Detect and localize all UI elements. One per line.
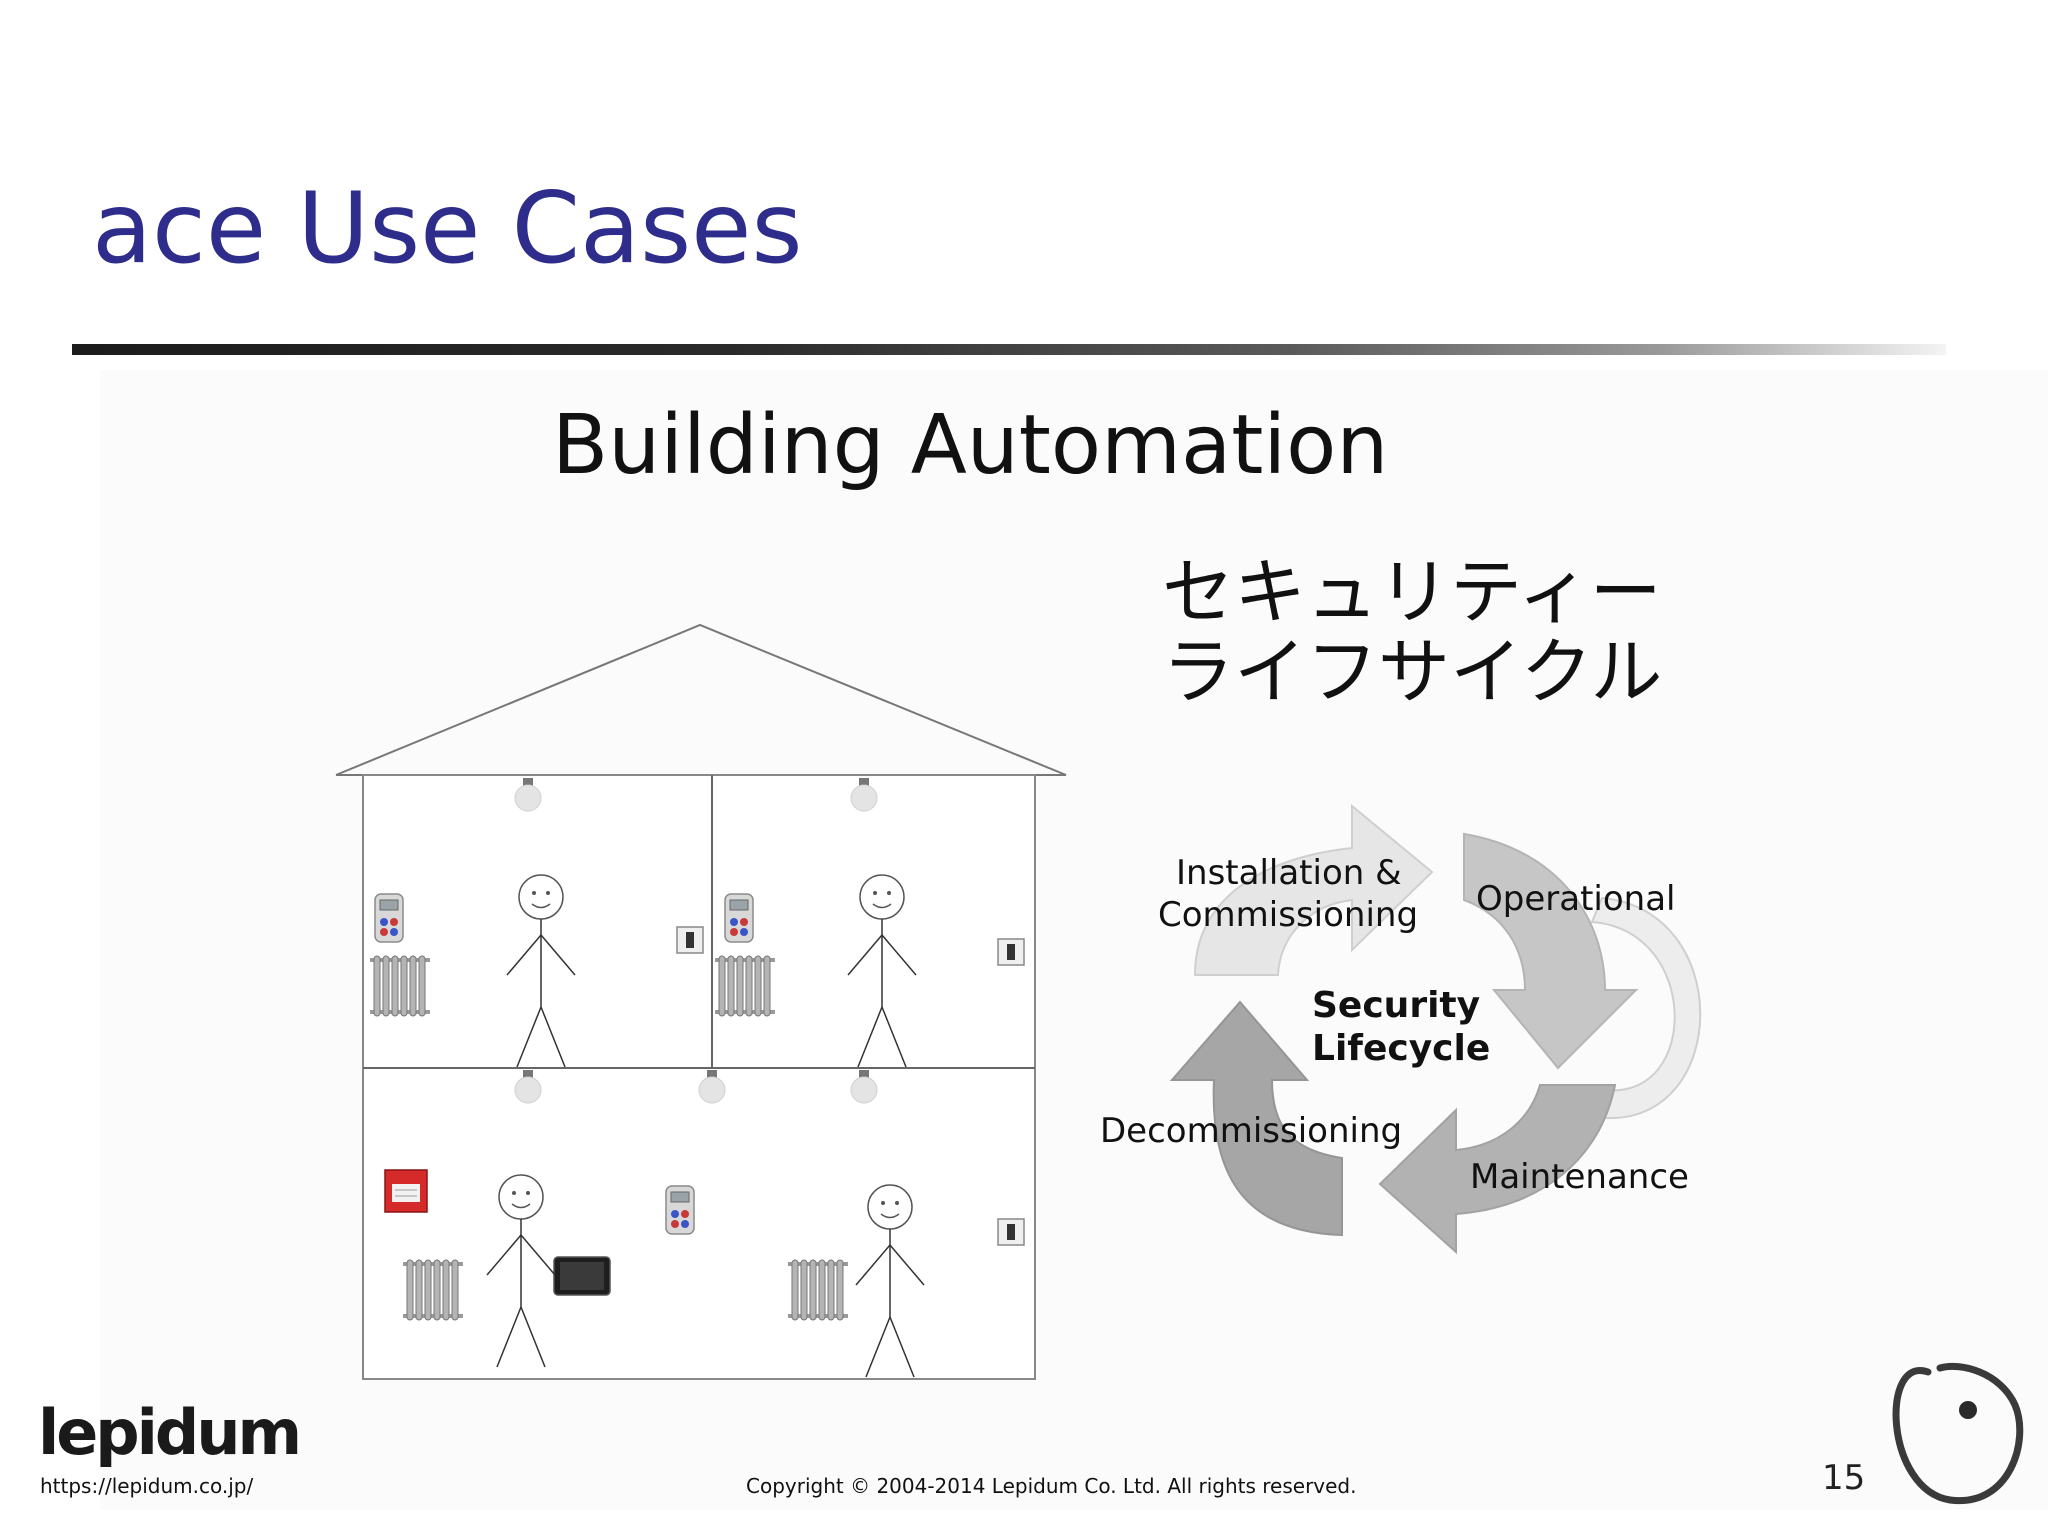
house-outline (335, 623, 1067, 1380)
tablet-icon (553, 1256, 611, 1296)
page-number: 15 (1822, 1458, 1866, 1498)
company-url: https://lepidum.co.jp/ (40, 1474, 254, 1498)
stage-maintenance: Maintenance (1470, 1157, 1689, 1197)
operational-arrow (1463, 832, 1639, 1070)
stage-installation-line2: Commissioning (1158, 895, 1418, 935)
lifecycle-center-line1: Security (1312, 985, 1480, 1026)
title-divider (72, 344, 1946, 355)
copyright-notice: Copyright © 2004-2014 Lepidum Co. Ltd. A… (746, 1474, 1357, 1498)
decommissioning-arrow (1169, 1000, 1343, 1237)
stage-operational: Operational (1476, 879, 1675, 919)
installation-arrow (1193, 803, 1434, 976)
maintenance-arrow (1378, 1084, 1617, 1255)
slide-title: ace Use Cases (92, 172, 803, 286)
lifecycle-center-line2: Lifecycle (1312, 1028, 1490, 1069)
figure-heading: Building Automation (552, 398, 1389, 493)
lifecycle-caption-jp-line2: ライフサイクル (1162, 630, 1663, 714)
stage-installation-line1: Installation & (1176, 853, 1402, 893)
stage-decommissioning: Decommissioning (1100, 1111, 1402, 1151)
lepidum-logo: lepidum (38, 1396, 302, 1469)
fire-alarm-icon (384, 1169, 428, 1213)
lifecycle-caption-jp-line1: セキュリティー (1162, 550, 1662, 634)
